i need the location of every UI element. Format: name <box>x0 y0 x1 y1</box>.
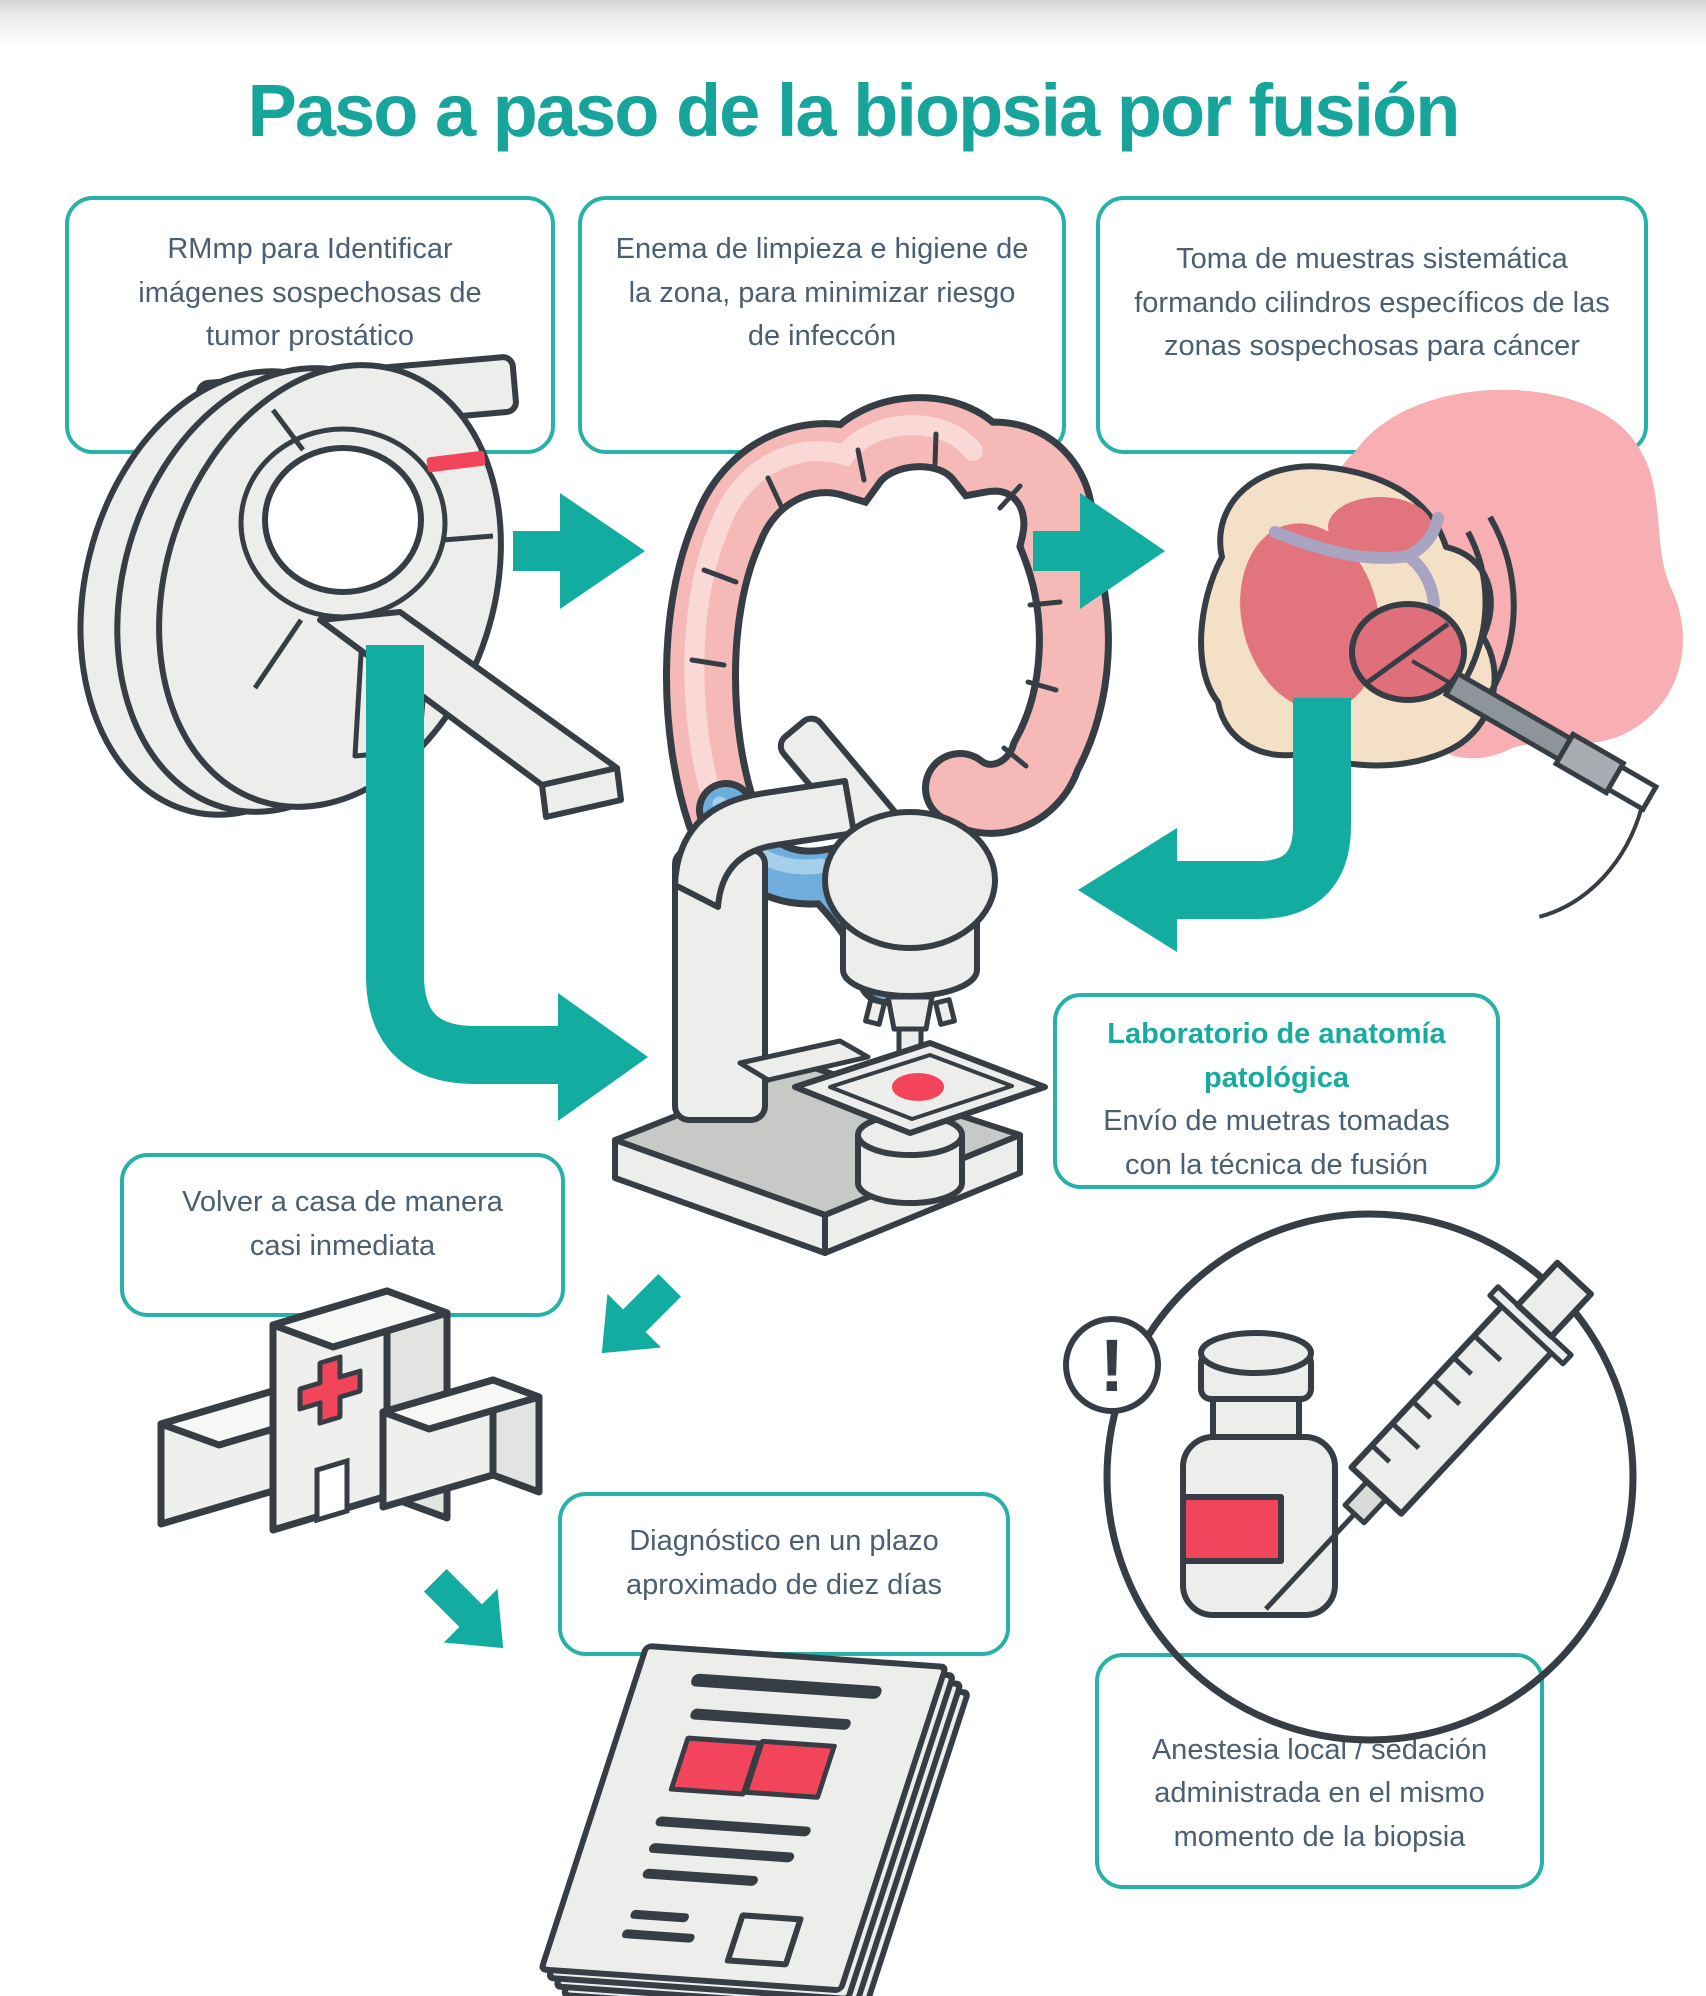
flow-arrow-step2-step3 <box>1033 493 1165 609</box>
microscope-icon <box>612 715 1048 1256</box>
syringe <box>1264 1259 1594 1611</box>
flow-arrow-step1-step2 <box>513 493 645 609</box>
lab-text: Envío de muetras tomadas con la técnica … <box>1103 1105 1450 1181</box>
bottle-label <box>1180 1494 1284 1564</box>
step-text-sampling: Toma de muestras sistemática formando ci… <box>1134 243 1610 362</box>
step-text-mri: RMmp para Identificar imágenes sospechos… <box>138 233 482 352</box>
flow-arrow-lab-to-home <box>601 1273 682 1354</box>
step-text-enema: Enema de limpieza e higiene de la zona, … <box>615 233 1029 352</box>
biopsy-probe <box>1411 659 1660 919</box>
report-image-2 <box>743 1738 837 1800</box>
step-text-home: Volver a casa de manera casi inmediata <box>182 1186 503 1262</box>
signature-box <box>724 1912 804 1968</box>
step-box-anesthesia: Anestesia local / sedación administrada … <box>1095 1653 1544 1889</box>
top-gradient <box>0 0 1706 46</box>
mri-indicator-light <box>426 450 486 473</box>
exclamation-mark: ! <box>1100 1324 1125 1407</box>
flow-arrow-sampling-to-lab <box>1078 698 1351 952</box>
step-box-lab: Laboratorio de anatomía patológica Envío… <box>1053 993 1500 1189</box>
lab-heading: Laboratorio de anatomía patológica <box>1107 1018 1446 1094</box>
exclamation-icon <box>1063 1316 1161 1414</box>
step-text-anesthesia: Anestesia local / sedación administrada … <box>1151 1733 1488 1853</box>
mri-scanner-icon <box>77 354 624 820</box>
hospital-icon <box>157 1287 543 1534</box>
urethra-vessel <box>1269 512 1444 610</box>
medicine-bottle <box>1180 1330 1338 1618</box>
prostate-biopsy-icon <box>1198 389 1683 919</box>
anesthesia-bottle-syringe-icon: ! <box>1063 1210 1637 1744</box>
red-cross-icon <box>297 1354 363 1426</box>
flow-arrow-mri-to-lab <box>366 645 648 1121</box>
step-text-diagnosis: Diagnóstico en un plazo aproximado de di… <box>626 1525 942 1601</box>
step-box-home: Volver a casa de manera casi inmediata <box>120 1153 565 1317</box>
report-icon <box>539 1643 970 1996</box>
page-title: Paso a paso de la biopsia por fusión <box>247 68 1461 152</box>
tissue-sample <box>892 1073 944 1101</box>
hospital-door <box>314 1457 350 1524</box>
flow-arrow-home-to-diagnosis <box>423 1568 504 1649</box>
